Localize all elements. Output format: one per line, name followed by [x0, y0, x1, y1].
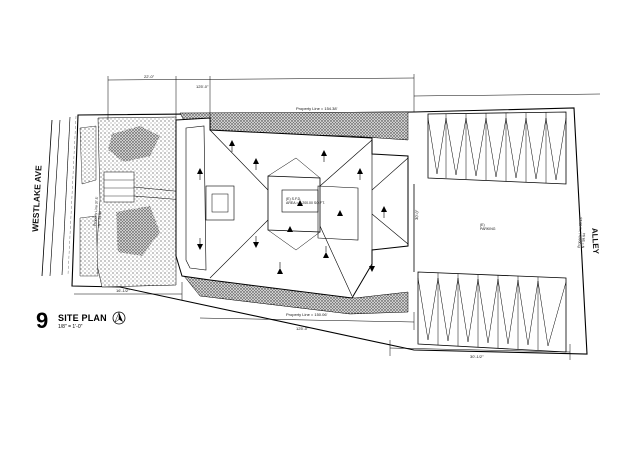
dim-top-mid: 125'-0": [196, 84, 209, 89]
westlake-ave-street: [41, 115, 77, 277]
parking-area: [413, 111, 567, 353]
south-property-line-label: Property Line = 150.06': [286, 312, 328, 317]
north-arrow-icon: [112, 311, 126, 325]
westlake-ave-label: WESTLAKE AVE: [30, 165, 43, 232]
property-boundary: [71, 107, 588, 355]
sheet-title: SITE PLAN: [58, 313, 107, 323]
east-property-line-label: Property Line 36.13'N = 59.94: [577, 216, 587, 248]
dim-bottom-right: 30'-1/2": [470, 354, 484, 359]
alley-label: ALLEY: [590, 228, 600, 255]
roof-slope-arrows: [197, 140, 387, 274]
north-property-line-label: Property Line = 154.38': [296, 106, 338, 111]
dim-bottom-mid: 125'-0": [296, 326, 309, 331]
west-property-line-label: Property Line 37.5'N = 59.94: [93, 196, 103, 226]
dimension-lines: [74, 74, 601, 360]
sheet-scale: 1/8" = 1'-0": [58, 324, 83, 330]
parking-label: (E)PARKING: [480, 223, 496, 231]
sheet-number: 9: [36, 308, 49, 333]
dim-side-mid: 30'-0": [414, 209, 419, 220]
front-yard-landscape: [79, 116, 185, 288]
dim-bottom-left: 16'-1/2": [116, 288, 130, 293]
house-roof-plan: [175, 117, 409, 299]
dim-top-left: 22'-0": [144, 74, 155, 79]
house-area-label: (E) S.F.D.AREA = 3,200.00 SQ.FT.: [286, 197, 325, 205]
